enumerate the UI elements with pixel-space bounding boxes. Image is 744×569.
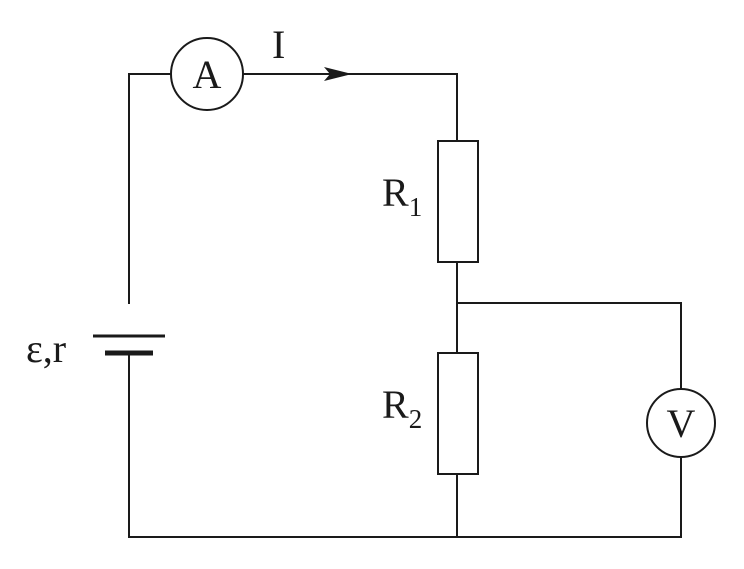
wire-voltmeter-bottom — [456, 455, 682, 538]
current-arrow-icon — [324, 67, 352, 81]
resistor-r1-letter: R — [382, 170, 409, 215]
resistor-r2-body — [437, 352, 479, 475]
resistor-r2-label: R2 — [382, 382, 422, 434]
current-indicator: I — [272, 22, 352, 81]
ammeter: A — [170, 37, 244, 111]
wire-top-right — [242, 73, 458, 142]
voltmeter: V — [646, 388, 716, 458]
resistor-r1-label: R1 — [382, 170, 422, 222]
wires — [128, 73, 682, 538]
ammeter-circle — [170, 37, 244, 111]
current-label: I — [272, 22, 285, 67]
battery: ε,r — [26, 326, 165, 371]
ammeter-label: A — [193, 52, 222, 97]
resistor-r1-subscript: 1 — [409, 192, 423, 222]
resistor-r1-body — [437, 140, 479, 263]
voltmeter-label: V — [667, 401, 696, 446]
resistor-r2-subscript: 2 — [409, 404, 423, 434]
resistor-r2-letter: R — [382, 382, 409, 427]
battery-label: ε,r — [26, 326, 66, 371]
resistor-r2: R2 — [382, 352, 479, 475]
wire-branch-voltmeter — [456, 302, 682, 391]
resistor-r1: R1 — [382, 140, 479, 263]
wire-bottom-left — [128, 352, 458, 538]
voltmeter-circle — [646, 388, 716, 458]
wire-top-left — [128, 73, 172, 304]
